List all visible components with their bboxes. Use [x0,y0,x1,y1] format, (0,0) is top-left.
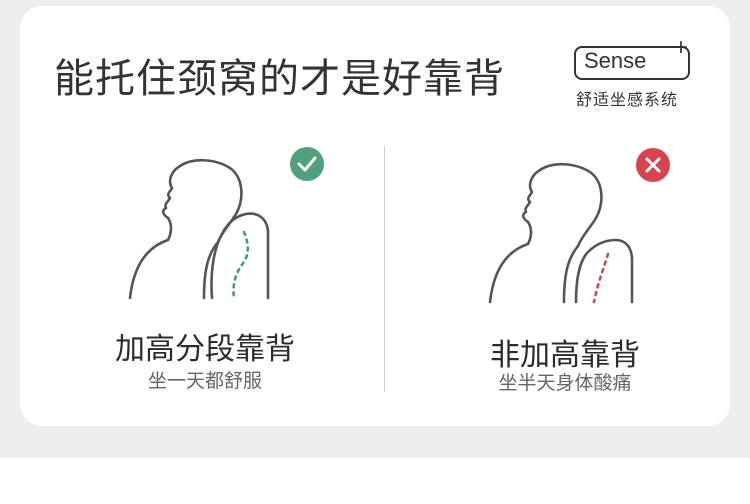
cross-icon [645,157,661,173]
check-icon [297,156,317,172]
bad-back-line [562,244,580,304]
good-badge [290,147,324,181]
column-divider [384,146,385,392]
bad-head-silhouette [488,162,603,304]
good-backrest [210,212,270,300]
good-title: 加高分段靠背 [115,332,295,367]
brand-logo-word: Sense [584,48,647,73]
bad-subtitle: 坐半天身体酸痛 [498,372,632,394]
headline: 能托住颈窝的才是好靠背 [54,56,505,102]
good-spine [232,230,250,300]
bad-badge [636,148,670,182]
brand-logo-plus: + [674,34,689,61]
brand-subtitle: 舒适坐感系统 [576,90,679,109]
good-subtitle: 坐一天都舒服 [147,370,262,392]
comparison-card: 能托住颈窝的才是好靠背 Sense + 舒适坐感系统 加高分段靠背 坐一天都舒服 [20,6,730,426]
good-posture-illustration [128,158,270,300]
bad-title: 非加高靠背 [490,338,640,373]
good-head-silhouette [128,158,243,300]
brand-logo: Sense + 舒适坐感系统 [570,34,710,116]
bad-backrest [574,238,634,304]
brand-logo-frame [574,46,690,80]
bad-posture-illustration [488,162,634,304]
bad-spine [592,252,610,304]
